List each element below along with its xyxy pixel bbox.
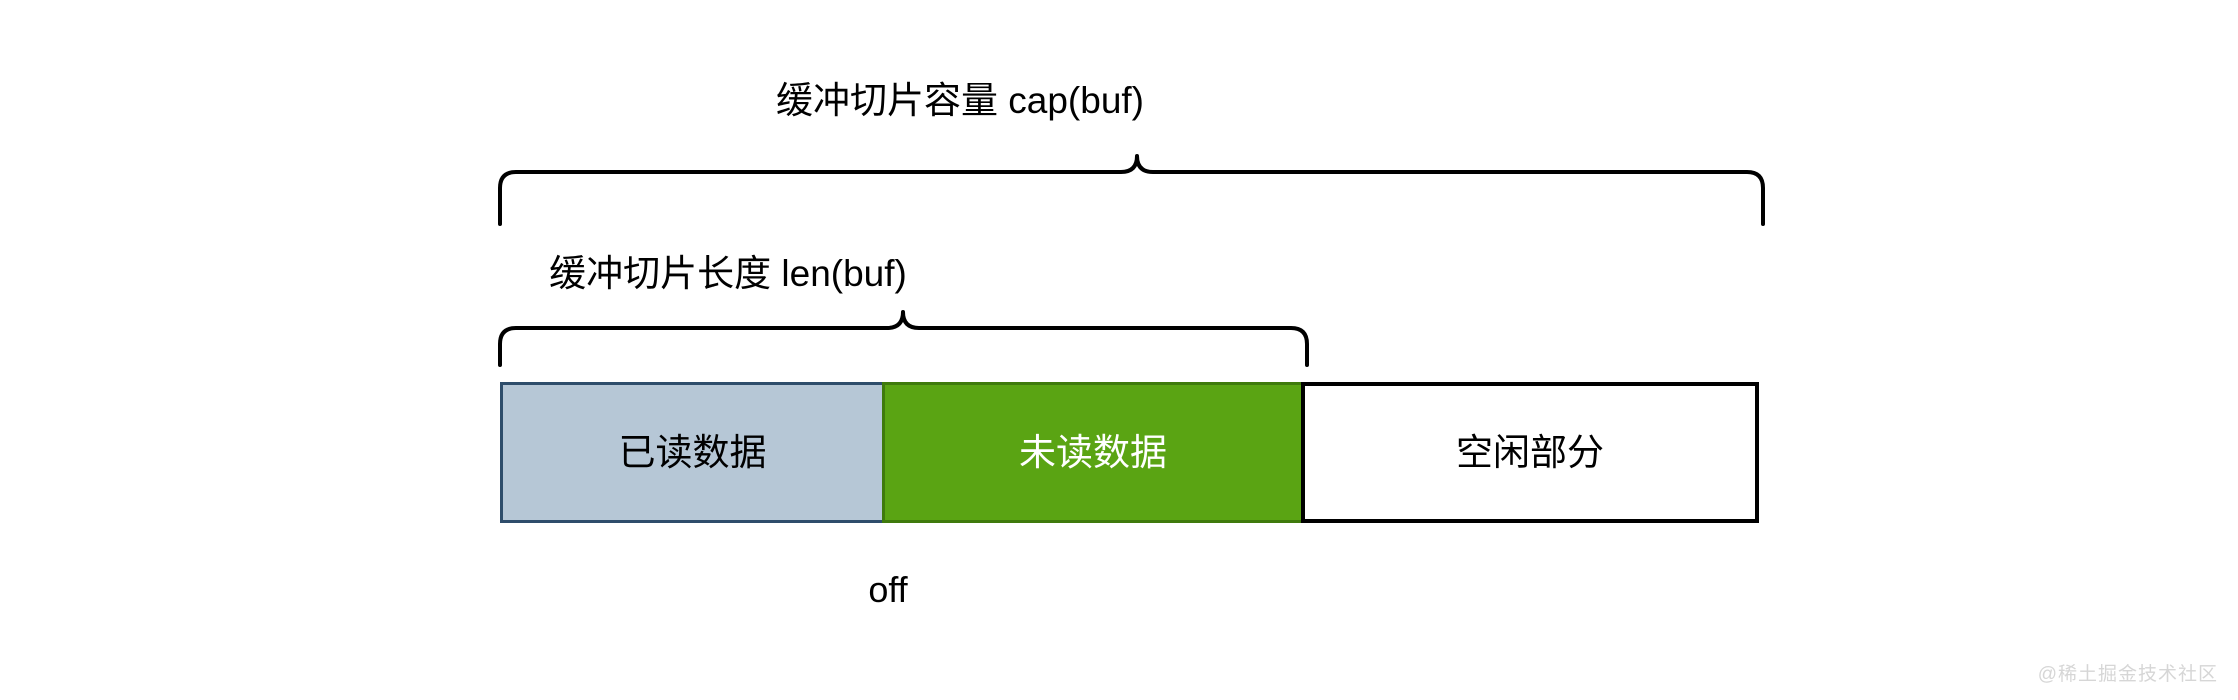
length-label: 缓冲切片长度 len(buf) xyxy=(549,253,907,294)
cap-bracket-icon xyxy=(498,154,1765,226)
segment-free-space-label: 空闲部分 xyxy=(1456,432,1604,473)
segment-free-space: 空闲部分 xyxy=(1301,382,1759,523)
segment-read-data: 已读数据 xyxy=(500,382,885,523)
len-bracket-icon xyxy=(498,310,1309,367)
segment-unread-data: 未读数据 xyxy=(882,382,1304,523)
segment-unread-data-label: 未读数据 xyxy=(1019,432,1167,473)
segment-read-data-label: 已读数据 xyxy=(618,432,767,473)
watermark: @稀土掘金技术社区 xyxy=(2037,664,2218,685)
capacity-label: 缓冲切片容量 cap(buf) xyxy=(775,80,1145,121)
buffer-bar: 已读数据 未读数据 空闲部分 xyxy=(500,382,1762,523)
offset-marker-label: off xyxy=(868,569,908,610)
